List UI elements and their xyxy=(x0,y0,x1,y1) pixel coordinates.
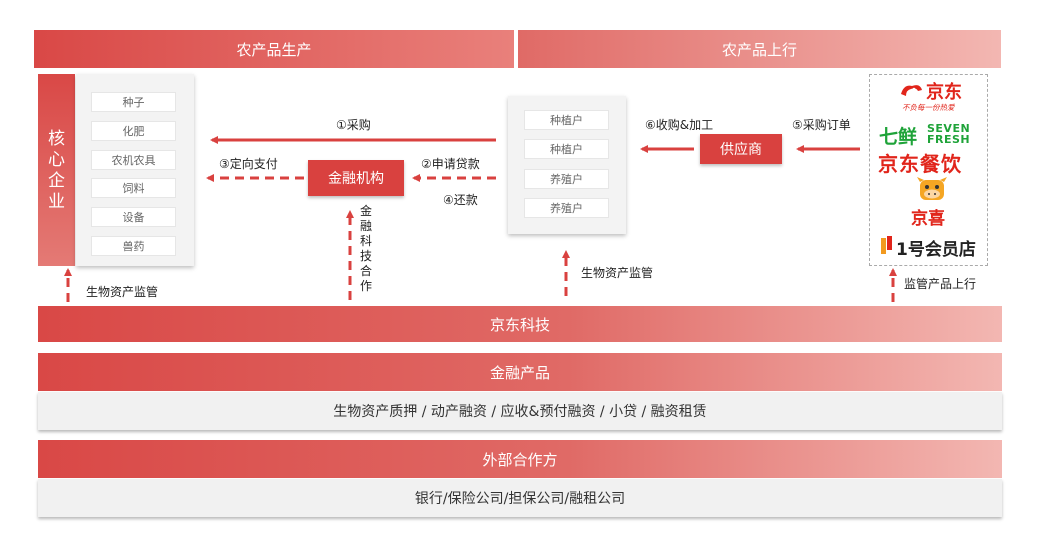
supplier-box: 供应商 xyxy=(700,134,782,164)
yhd-logo: 1号会员店 xyxy=(880,235,988,260)
partners-label: 外部合作方 xyxy=(482,450,558,469)
flow-label-order: ⑤采购订单 xyxy=(792,118,851,132)
fin-products-bar: 金融产品 xyxy=(38,353,1002,391)
yhd-icon xyxy=(881,236,892,254)
fintech-char: 金 xyxy=(359,204,372,218)
fin-products-label: 金融产品 xyxy=(489,363,550,382)
finance-institution-label: 金融机构 xyxy=(328,171,384,187)
jd-tech-label: 京东科技 xyxy=(489,315,550,334)
flow-label-acquire: ⑥收购&加工 xyxy=(645,118,714,132)
fintech-char: 作 xyxy=(359,279,372,293)
input-item: 化肥 xyxy=(91,121,176,141)
supplier-label: 供应商 xyxy=(720,142,762,158)
jingxi-logo: 京喜 xyxy=(909,176,959,232)
partners-bar: 外部合作方 xyxy=(38,440,1002,478)
yhd-name: 1号会员店 xyxy=(896,240,976,260)
fin-products-list: 生物资产质押 / 动产融资 / 应收&预付融资 / 小贷 / 融资租赁 xyxy=(38,392,1002,430)
core-char: 核 xyxy=(48,129,65,149)
jd-logo: 京东 不负每一份热爱 xyxy=(896,78,986,118)
flow-label-loan-apply: ②申请贷款 xyxy=(421,157,480,171)
input-item: 种子 xyxy=(91,92,176,112)
jingxi-cow-icon xyxy=(917,177,947,200)
core-enterprise: 核 心 企 业 xyxy=(38,74,75,266)
farmer-item: 养殖户 xyxy=(524,169,609,189)
fintech-char: 科 xyxy=(359,234,372,248)
jingxi-name: 京喜 xyxy=(911,209,945,229)
supervision-label-left: 生物资产监管 xyxy=(86,285,159,299)
input-item: 饲料 xyxy=(91,178,176,198)
jd-name: 京东 xyxy=(926,82,962,103)
fintech-char: 技 xyxy=(359,249,372,263)
brands-box xyxy=(869,74,988,266)
header-production: 农产品生产 xyxy=(34,30,514,68)
partners-list: 银行/保险公司/担保公司/融租公司 xyxy=(38,479,1002,517)
fresh-text: FRESH xyxy=(927,133,971,146)
seven-text: SEVEN xyxy=(927,122,971,135)
fintech-cooperation-label: 金 融 科 技 合 作 xyxy=(359,204,373,294)
input-item: 设备 xyxy=(91,207,176,227)
farmer-item: 养殖户 xyxy=(524,198,609,218)
supervision-label-right: 监管产品上行 xyxy=(904,277,977,291)
header-upstream-label: 农产品上行 xyxy=(721,40,797,59)
core-char: 企 xyxy=(48,171,65,191)
header-production-label: 农产品生产 xyxy=(236,40,312,59)
jd-tech-bar: 京东科技 xyxy=(38,306,1002,342)
core-char: 业 xyxy=(48,192,65,212)
farmer-item: 种植户 xyxy=(524,110,609,130)
sevenfresh-logo: 七鲜 SEVEN FRESH xyxy=(879,122,985,148)
input-item: 农机农具 xyxy=(91,150,176,170)
flow-label-purchase: ①采购 xyxy=(336,118,371,132)
header-upstream: 农产品上行 xyxy=(518,30,1001,68)
supervision-label-middle: 生物资产监管 xyxy=(581,266,654,280)
jd-dog-icon xyxy=(901,85,922,96)
flow-label-directed-pay: ③定向支付 xyxy=(219,157,278,171)
flow-label-repay: ④还款 xyxy=(443,193,478,207)
core-enterprise-label: 核 心 企 业 xyxy=(38,74,75,213)
finance-institution-box: 金融机构 xyxy=(308,160,404,196)
jd-slogan: 不负每一份热爱 xyxy=(902,103,955,112)
input-item: 兽药 xyxy=(91,236,176,256)
fintech-char: 合 xyxy=(359,264,372,278)
jd-catering-logo: 京东餐饮 xyxy=(878,152,962,176)
core-char: 心 xyxy=(48,150,65,170)
qixian-name: 七鲜 xyxy=(879,126,918,148)
fin-products-list-text: 生物资产质押 / 动产融资 / 应收&预付融资 / 小贷 / 融资租赁 xyxy=(333,404,707,420)
fintech-char: 融 xyxy=(359,219,372,233)
farmer-item: 种植户 xyxy=(524,139,609,159)
partners-list-text: 银行/保险公司/担保公司/融租公司 xyxy=(414,491,626,507)
